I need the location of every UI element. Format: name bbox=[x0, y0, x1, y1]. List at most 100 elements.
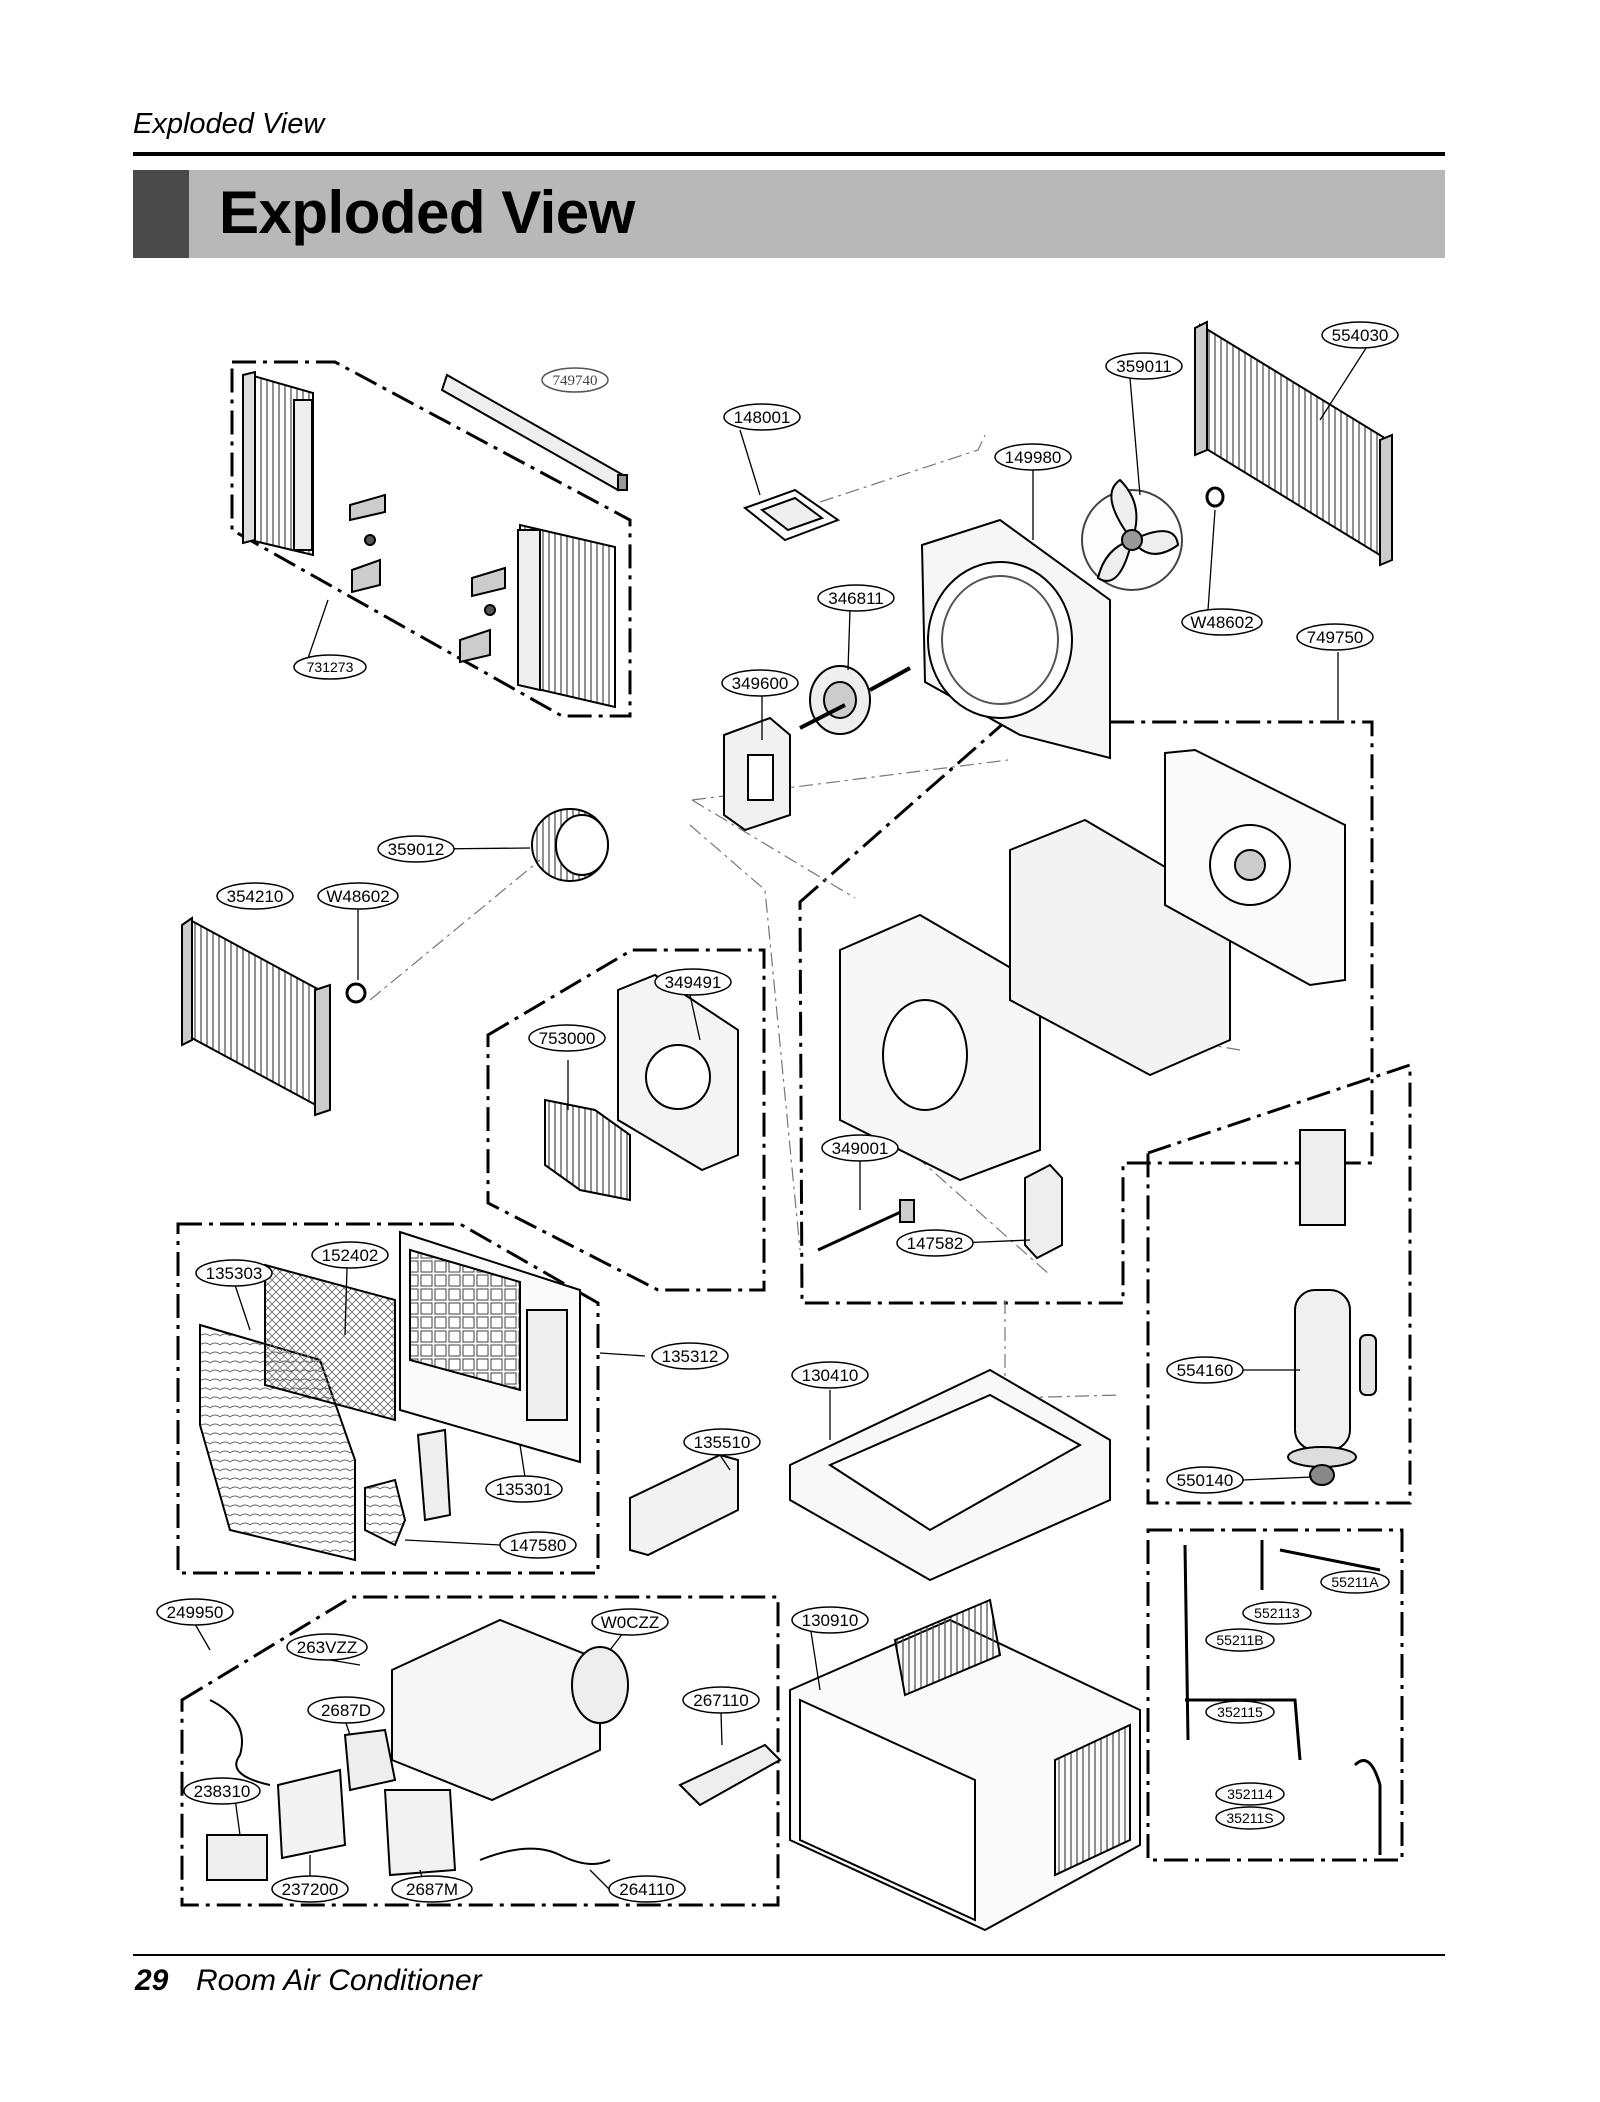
svg-text:267110: 267110 bbox=[693, 1691, 748, 1710]
section-title-tab bbox=[133, 170, 189, 258]
front-panel-135312 bbox=[399, 1230, 581, 1464]
wiring-harnesses bbox=[209, 1699, 611, 1865]
group-boundary-compressor bbox=[1146, 1062, 1412, 1505]
callout-263vzz: 263VZZ bbox=[286, 1633, 368, 1661]
callout-130910: 130910 bbox=[791, 1606, 869, 1634]
svg-text:149980: 149980 bbox=[1005, 448, 1062, 467]
group-boundary-piping bbox=[1146, 1528, 1404, 1862]
svg-text:264110: 264110 bbox=[619, 1880, 674, 1899]
right-side-curtain-frame bbox=[517, 523, 616, 709]
barrier-plate bbox=[1164, 748, 1346, 987]
orifice-shroud-149980 bbox=[920, 518, 1111, 760]
callout-359011: 359011 bbox=[1105, 352, 1183, 380]
callout-2687m: 2687M bbox=[391, 1875, 473, 1903]
header-rule bbox=[133, 152, 1445, 156]
callout-264110: 264110 bbox=[608, 1875, 686, 1903]
callout-349001: 349001 bbox=[821, 1134, 899, 1162]
svg-text:352115: 352115 bbox=[1217, 1704, 1263, 1720]
evaporator-coil-354210 bbox=[181, 916, 331, 1117]
svg-text:135312: 135312 bbox=[662, 1347, 719, 1366]
callout-w48602-upper: W48602 bbox=[1181, 608, 1263, 636]
svg-text:731273: 731273 bbox=[307, 659, 354, 675]
callout-349491: 349491 bbox=[654, 968, 732, 996]
callout-346811: 346811 bbox=[817, 584, 895, 612]
callout-550140: 550140 bbox=[1166, 1466, 1244, 1494]
svg-text:W0CZZ: W0CZZ bbox=[601, 1613, 660, 1632]
svg-text:554030: 554030 bbox=[1332, 326, 1389, 345]
running-header: Exploded View bbox=[133, 108, 325, 140]
callout-267110: 267110 bbox=[682, 1686, 760, 1714]
svg-text:147580: 147580 bbox=[510, 1536, 567, 1555]
filter-152402 bbox=[264, 1263, 396, 1422]
callout-249950: 249950 bbox=[156, 1598, 234, 1626]
callout-130410: 130410 bbox=[791, 1361, 869, 1389]
section-title: Exploded View bbox=[219, 179, 635, 246]
motor-mount-148001 bbox=[742, 488, 841, 542]
svg-text:148001: 148001 bbox=[734, 408, 791, 427]
callout-749740: 749740 bbox=[541, 367, 609, 393]
callout-55211a: 55211A bbox=[1320, 1570, 1390, 1594]
vent-louver-147580 bbox=[364, 1428, 452, 1547]
callout-55211b: 55211B bbox=[1205, 1628, 1275, 1652]
group-boundary-frame-kit bbox=[230, 360, 632, 718]
svg-text:238310: 238310 bbox=[194, 1782, 251, 1801]
footer-document-title: Room Air Conditioner bbox=[196, 1964, 482, 1997]
callout-135510: 135510 bbox=[683, 1428, 761, 1456]
svg-text:249950: 249950 bbox=[167, 1603, 224, 1622]
control-box-249950 bbox=[391, 1618, 601, 1802]
actuator-349001 bbox=[817, 1199, 915, 1252]
svg-text:55211A: 55211A bbox=[1331, 1574, 1379, 1590]
svg-text:349491: 349491 bbox=[665, 973, 722, 992]
svg-text:263VZZ: 263VZZ bbox=[297, 1638, 357, 1657]
svg-text:W48602: W48602 bbox=[1190, 613, 1253, 632]
clamp-ring-w48602-lower bbox=[345, 982, 367, 1004]
svg-text:352114: 352114 bbox=[1227, 1786, 1273, 1802]
curtain-brackets-and-screws bbox=[349, 493, 506, 664]
svg-text:550140: 550140 bbox=[1177, 1471, 1234, 1490]
callout-554160: 554160 bbox=[1166, 1356, 1244, 1384]
cabinet-130910 bbox=[789, 1598, 1141, 1932]
callout-147582: 147582 bbox=[896, 1229, 974, 1257]
base-pan-130410 bbox=[789, 1368, 1111, 1582]
svg-text:130410: 130410 bbox=[802, 1366, 859, 1385]
callout-2687d: 2687D bbox=[307, 1696, 385, 1724]
svg-text:349600: 349600 bbox=[732, 674, 789, 693]
remote-controller-267110 bbox=[678, 1743, 782, 1807]
callout-237200: 237200 bbox=[271, 1875, 349, 1903]
svg-text:135301: 135301 bbox=[496, 1480, 553, 1499]
callout-148001: 148001 bbox=[723, 403, 801, 431]
callout-135301: 135301 bbox=[485, 1475, 563, 1503]
control-cover-135510 bbox=[629, 1453, 739, 1557]
svg-text:753000: 753000 bbox=[539, 1029, 596, 1048]
svg-text:749750: 749750 bbox=[1307, 628, 1364, 647]
callout-359012: 359012 bbox=[377, 835, 455, 863]
air-guide-lower bbox=[839, 913, 1041, 1182]
svg-text:359012: 359012 bbox=[388, 840, 445, 859]
svg-text:552113: 552113 bbox=[1254, 1605, 1300, 1621]
svg-text:237200: 237200 bbox=[282, 1880, 339, 1899]
section-title-bar: Exploded View bbox=[133, 170, 1445, 258]
motor-bracket-349600 bbox=[723, 716, 791, 832]
callout-147580: 147580 bbox=[499, 1531, 577, 1559]
svg-text:346811: 346811 bbox=[828, 589, 883, 608]
callout-753000: 753000 bbox=[528, 1024, 606, 1052]
svg-text:W48602: W48602 bbox=[326, 887, 389, 906]
svg-text:130910: 130910 bbox=[802, 1611, 859, 1630]
callout-152402: 152402 bbox=[311, 1241, 389, 1269]
svg-text:749740: 749740 bbox=[553, 373, 598, 389]
callout-149980: 149980 bbox=[994, 443, 1072, 471]
callout-352114: 352114 bbox=[1215, 1782, 1285, 1806]
callout-238310: 238310 bbox=[183, 1777, 261, 1805]
callout-135312: 135312 bbox=[651, 1342, 729, 1370]
blower-wheel-359012 bbox=[531, 808, 609, 882]
motor-346811 bbox=[799, 665, 911, 735]
svg-text:349001: 349001 bbox=[832, 1139, 889, 1158]
callout-354210: 354210 bbox=[216, 882, 294, 910]
svg-text:147582: 147582 bbox=[907, 1234, 964, 1253]
heater-753000 bbox=[544, 1098, 631, 1202]
group-boundary-fan-motor-bracket bbox=[486, 948, 766, 1292]
condenser-coil-554030 bbox=[1194, 320, 1393, 567]
svg-text:359011: 359011 bbox=[1116, 357, 1171, 376]
axial-fan-359011 bbox=[1081, 478, 1183, 591]
